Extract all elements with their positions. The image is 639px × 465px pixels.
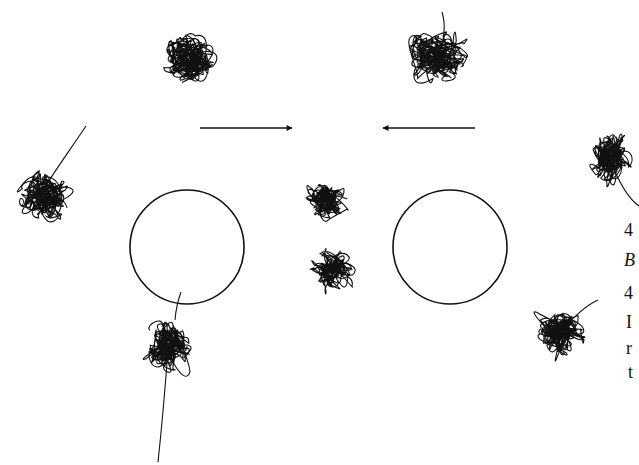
page-text-fragment: I	[626, 312, 632, 332]
trace-tail	[175, 292, 181, 320]
random-walk-trace	[306, 185, 348, 222]
random-walk-traces	[17, 12, 639, 462]
random-walk-trace	[590, 134, 632, 187]
trace-tail	[437, 12, 444, 60]
page-text-fragment: r	[626, 338, 632, 358]
page-text-fragment: B	[624, 250, 635, 270]
page-text-fragment: 4	[624, 283, 633, 303]
trace-tail	[610, 160, 639, 206]
large-particle	[393, 190, 507, 304]
motion-arrow	[383, 127, 475, 129]
trace-tail	[560, 300, 598, 334]
motion-arrow	[200, 127, 292, 129]
trace-tail	[158, 350, 168, 462]
page-text-fragment: 4	[624, 220, 633, 240]
random-walk-trace	[17, 171, 73, 222]
trace-tail	[40, 126, 86, 195]
large-particle	[130, 190, 244, 304]
random-walk-trace	[164, 34, 217, 83]
random-walk-trace	[310, 249, 355, 294]
random-walk-trace	[143, 321, 191, 376]
random-walk-trace	[534, 312, 585, 361]
page-text-fragment: t	[628, 362, 633, 382]
